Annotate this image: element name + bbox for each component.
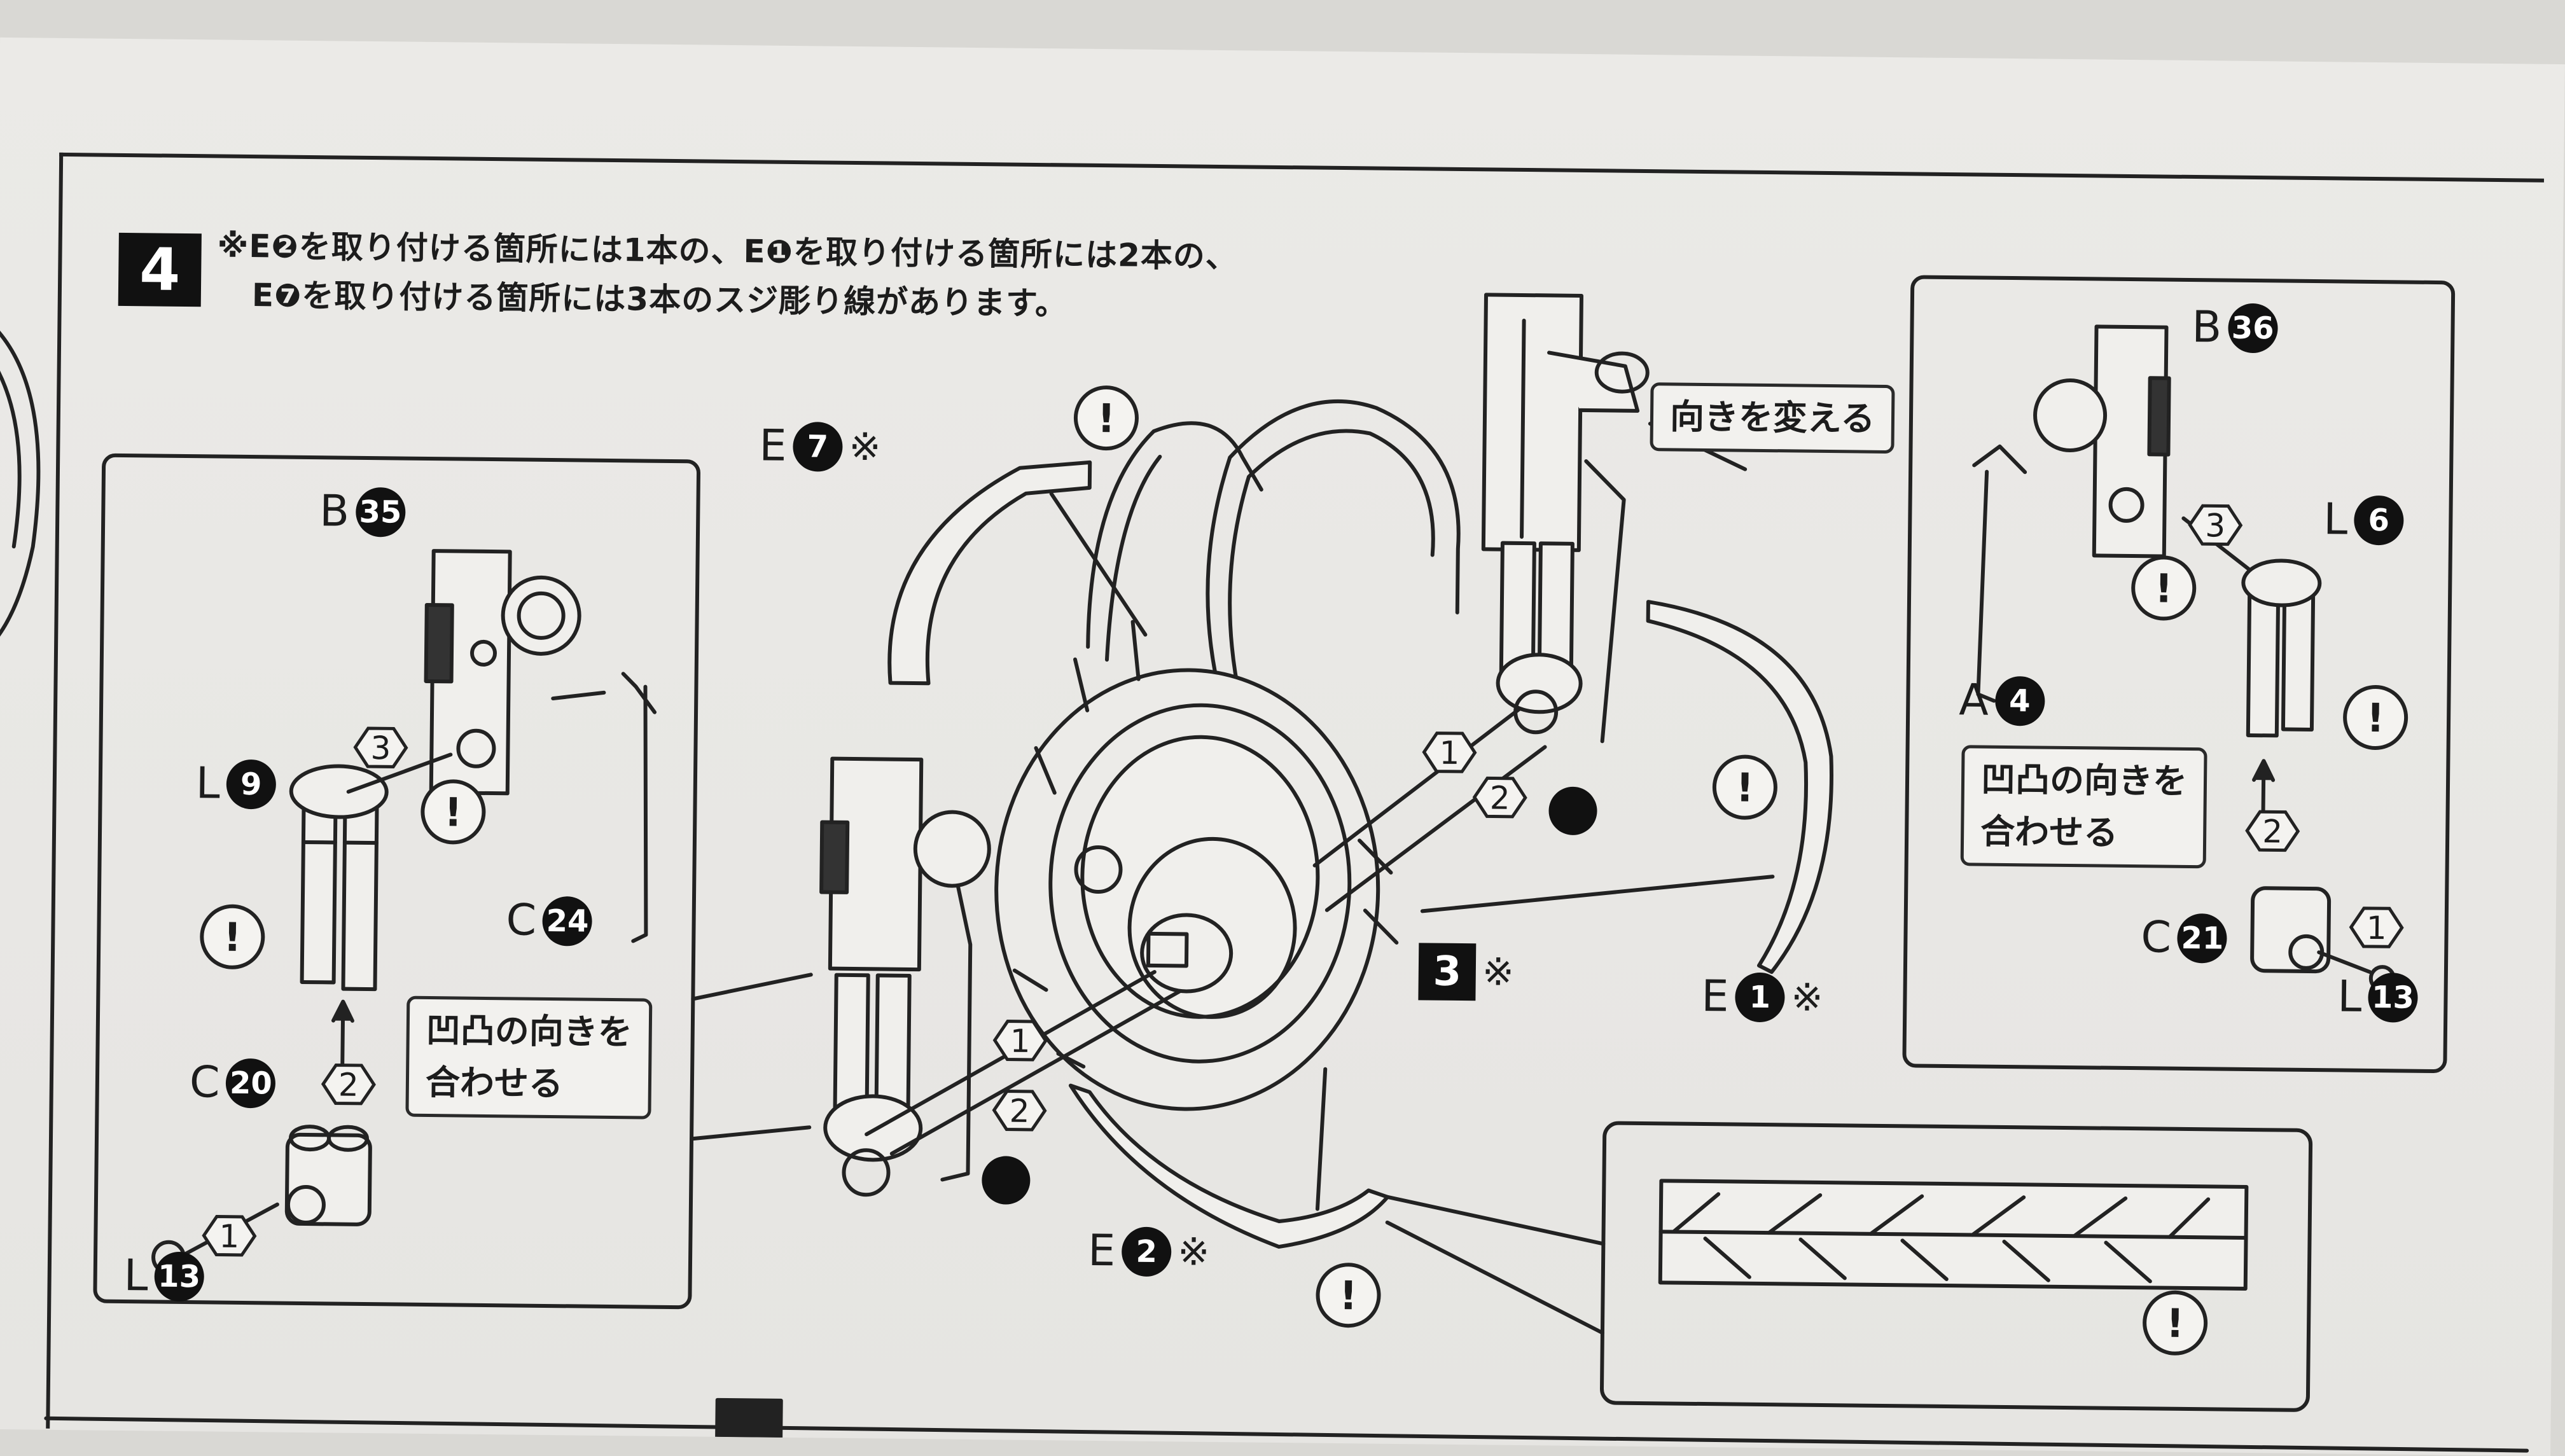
order-label: 1 <box>1439 735 1459 772</box>
step-number: 4 <box>118 232 202 307</box>
order-label: 2 <box>1009 1093 1029 1130</box>
fork-legs-part-l9 <box>289 764 389 992</box>
instruction-page: ! ! ! ! ! ! ! ! <box>0 37 2565 1456</box>
axle-holder-part-c21 <box>2250 886 2332 974</box>
order-label: 2 <box>338 1067 359 1104</box>
order-label: 1 <box>1010 1023 1030 1060</box>
left-fork-assembly <box>819 756 991 1197</box>
right-detail-box <box>1902 275 2456 1074</box>
order-label: 1 <box>219 1218 239 1255</box>
left-detail-box <box>93 453 701 1310</box>
axle-holder-part-c20 <box>284 1125 372 1226</box>
align-callout-right: 凹凸の向きを 合わせる <box>1960 745 2207 869</box>
warning-text: ! <box>1735 765 1754 811</box>
assembly-drawing: ! ! ! ! ! ! ! ! <box>0 275 2529 1453</box>
change-direction-callout: 向きを変える <box>1650 382 1895 454</box>
order-label: 3 <box>2205 507 2225 544</box>
order-label: 3 <box>370 730 391 766</box>
fork-legs-part-l6 <box>2241 558 2322 738</box>
warning-text: ! <box>2166 1300 2185 1347</box>
fender-part-e7 <box>887 460 1092 686</box>
right-fork-assembly <box>1481 293 1650 744</box>
fork-top-part-b36 <box>2033 324 2171 558</box>
brake-line-part-c24 <box>631 684 648 943</box>
warning-text: ! <box>2367 695 2385 741</box>
warning-text: ! <box>223 914 242 960</box>
order-label: 2 <box>1490 779 1510 816</box>
order-markers: 3 2 1 1 2 1 2 3 2 1 <box>202 504 2404 1257</box>
order-label: 2 <box>2262 813 2283 850</box>
detail-magnifier-box <box>1600 1121 2313 1412</box>
align-callout-left: 凹凸の向きを 合わせる <box>405 995 653 1120</box>
warning-text: ! <box>2155 565 2173 611</box>
warning-text: ! <box>444 789 462 835</box>
step-note-line2: E❼を取り付ける箇所には3本のスジ彫り線があります。 <box>251 277 1068 322</box>
fender-part-e1 <box>1646 600 1833 974</box>
fender-part-e2 <box>1068 1083 1390 1249</box>
warning-text: ! <box>1339 1272 1358 1319</box>
brake-line-part-a4 <box>1976 469 1996 703</box>
fork-top-part-b35 <box>424 549 581 796</box>
reference-step-3: 3※ <box>1418 943 1514 1001</box>
warning-text: ! <box>1097 395 1115 441</box>
order-label: 1 <box>2366 910 2386 946</box>
warning-markers: ! ! ! ! ! ! ! ! <box>200 385 2409 1355</box>
